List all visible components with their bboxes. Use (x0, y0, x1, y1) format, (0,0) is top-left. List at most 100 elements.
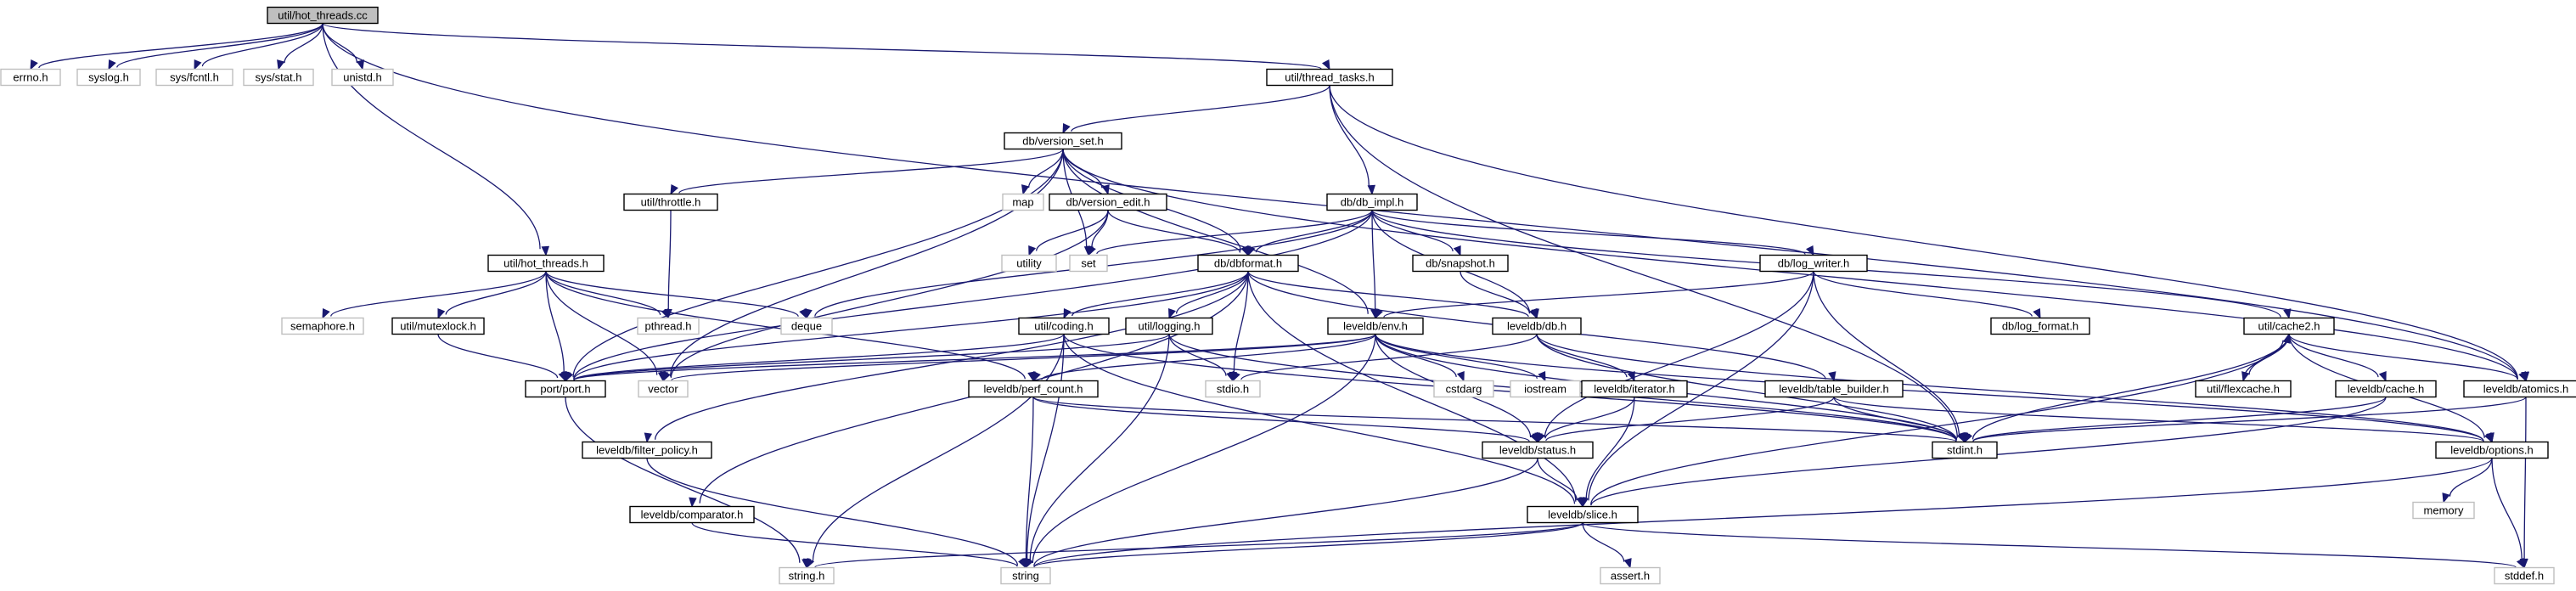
node-db-impl[interactable]: db/db_impl.h (1326, 193, 1418, 211)
edge-line (1544, 397, 1635, 439)
node-box (582, 441, 712, 459)
node-options[interactable]: leveldb/options.h (2435, 441, 2549, 459)
edge-line (2491, 458, 2523, 560)
node-iterator[interactable]: leveldb/iterator.h (1581, 380, 1688, 398)
node-box (2463, 380, 2576, 398)
edge-arrowhead (1168, 308, 1176, 319)
edge-line (1972, 396, 2527, 442)
edge-line (1062, 149, 1369, 314)
edge-line (1032, 396, 1957, 442)
node-stdint[interactable]: stdint.h (1932, 441, 1998, 459)
edge-line (545, 271, 565, 373)
edge-hot_threads_cc-to-hot_threads_h (322, 23, 550, 256)
node-coding[interactable]: util/coding.h (1018, 317, 1110, 335)
edge-arrowhead (2378, 371, 2387, 382)
node-log-format[interactable]: db/log_format.h (1990, 317, 2090, 335)
edge-table_builder-to-options (1833, 396, 2493, 443)
node-stdio: stdio.h (1205, 380, 1261, 398)
node-version-edit[interactable]: db/version_edit.h (1049, 193, 1167, 211)
node-version-set[interactable]: db/version_set.h (1004, 132, 1122, 150)
edge-line (1544, 271, 1814, 438)
node-box (331, 68, 394, 87)
node-label: stddef.h (2505, 570, 2544, 583)
edge-line (1033, 521, 1583, 568)
node-label: db/log_format.h (2002, 320, 2078, 333)
edge-version_set-to-throttle (670, 148, 1064, 195)
edge-arrowhead (662, 370, 671, 382)
edge-arrowhead (1062, 122, 1071, 134)
node-log-writer[interactable]: db/log_writer.h (1759, 254, 1868, 273)
edge-line (1813, 271, 1960, 436)
node-label: leveldb/slice.h (1548, 509, 1617, 521)
node-dbformat[interactable]: db/dbformat.h (1197, 254, 1299, 273)
node-hot-threads-cc[interactable]: util/hot_threads.cc (267, 6, 379, 25)
node-box (1492, 317, 1582, 335)
node-box (76, 68, 141, 87)
node-comparator[interactable]: leveldb/comparator.h (629, 505, 755, 524)
node-label: leveldb/status.h (1499, 444, 1576, 457)
node-box (638, 380, 689, 398)
node-db[interactable]: leveldb/db.h (1492, 317, 1582, 335)
edge-options-to-memory (2442, 458, 2493, 504)
edge-options-to-stddef (2491, 458, 2528, 569)
node-label: db/version_set.h (1022, 135, 1103, 148)
node-snapshot[interactable]: db/snapshot.h (1412, 254, 1509, 273)
node-status[interactable]: leveldb/status.h (1482, 441, 1594, 459)
node-throttle[interactable]: util/throttle.h (623, 193, 718, 211)
edge-dbformat-to-filter_policy (644, 271, 1249, 443)
node-box (2335, 380, 2437, 398)
edge-arrowhead (2283, 308, 2292, 319)
edge-perf_count-to-stdint (1032, 396, 1966, 443)
edge-arrowhead (1240, 245, 1249, 256)
node-hot-threads-h[interactable]: util/hot_threads.h (487, 254, 605, 273)
edge-line (670, 210, 1109, 378)
edge-line (1536, 334, 1628, 378)
node-box (0, 68, 61, 87)
edge-line (2242, 340, 2284, 381)
node-table-builder[interactable]: leveldb/table_builder.h (1764, 380, 1904, 398)
node-iostream: iostream (1510, 380, 1581, 398)
edge-line (573, 271, 1249, 380)
edge-arrowhead (1576, 497, 1585, 508)
node-label: util/thread_tasks.h (1285, 71, 1375, 84)
edge-log_writer-to-env (1375, 270, 1814, 319)
node-box (629, 505, 755, 524)
edge-line (1168, 334, 1227, 376)
edge-arrowhead (356, 59, 365, 70)
node-label: string.h (789, 570, 825, 583)
node-mutexlock[interactable]: util/mutexlock.h (391, 317, 485, 335)
node-thread-tasks[interactable]: util/thread_tasks.h (1266, 68, 1393, 87)
edge-arrowhead (1018, 557, 1026, 569)
node-box (968, 380, 1099, 398)
edge-line (1329, 85, 1370, 187)
edge-line (573, 333, 1376, 381)
node-vector: vector (638, 380, 689, 398)
node-label: util/coding.h (1034, 320, 1093, 333)
edge-env-to-port (565, 333, 1376, 382)
node-filter-policy[interactable]: leveldb/filter_policy.h (582, 441, 712, 459)
node-env[interactable]: leveldb/env.h (1327, 317, 1424, 335)
node-perf-count[interactable]: leveldb/perf_count.h (968, 380, 1099, 398)
edge-arrowhead (1321, 59, 1330, 70)
node-box (2435, 441, 2549, 459)
node-box (1433, 380, 1494, 398)
edge-arrowhead (2033, 307, 2041, 319)
node-slice[interactable]: leveldb/slice.h (1527, 505, 1639, 524)
node-box (1266, 68, 1393, 87)
node-atomics[interactable]: leveldb/atomics.h (2463, 380, 2576, 398)
node-box (1000, 566, 1051, 585)
node-logging[interactable]: util/logging.h (1125, 317, 1213, 335)
edge-status-to-string (1023, 458, 1538, 569)
node-cache[interactable]: leveldb/cache.h (2335, 380, 2437, 398)
node-cache2[interactable]: util/cache2.h (2243, 317, 2335, 335)
edge-comparator-to-string (691, 521, 1026, 569)
node-flexcache[interactable]: util/flexcache.h (2195, 380, 2292, 398)
edge-line (1025, 397, 1034, 560)
edge-line (322, 23, 541, 250)
edge-line (322, 22, 1322, 70)
node-port[interactable]: port/port.h (525, 380, 606, 398)
edge-line (1033, 458, 1538, 566)
node-label: assert.h (1611, 570, 1650, 583)
edge-line (284, 23, 323, 64)
node-box (155, 68, 233, 87)
